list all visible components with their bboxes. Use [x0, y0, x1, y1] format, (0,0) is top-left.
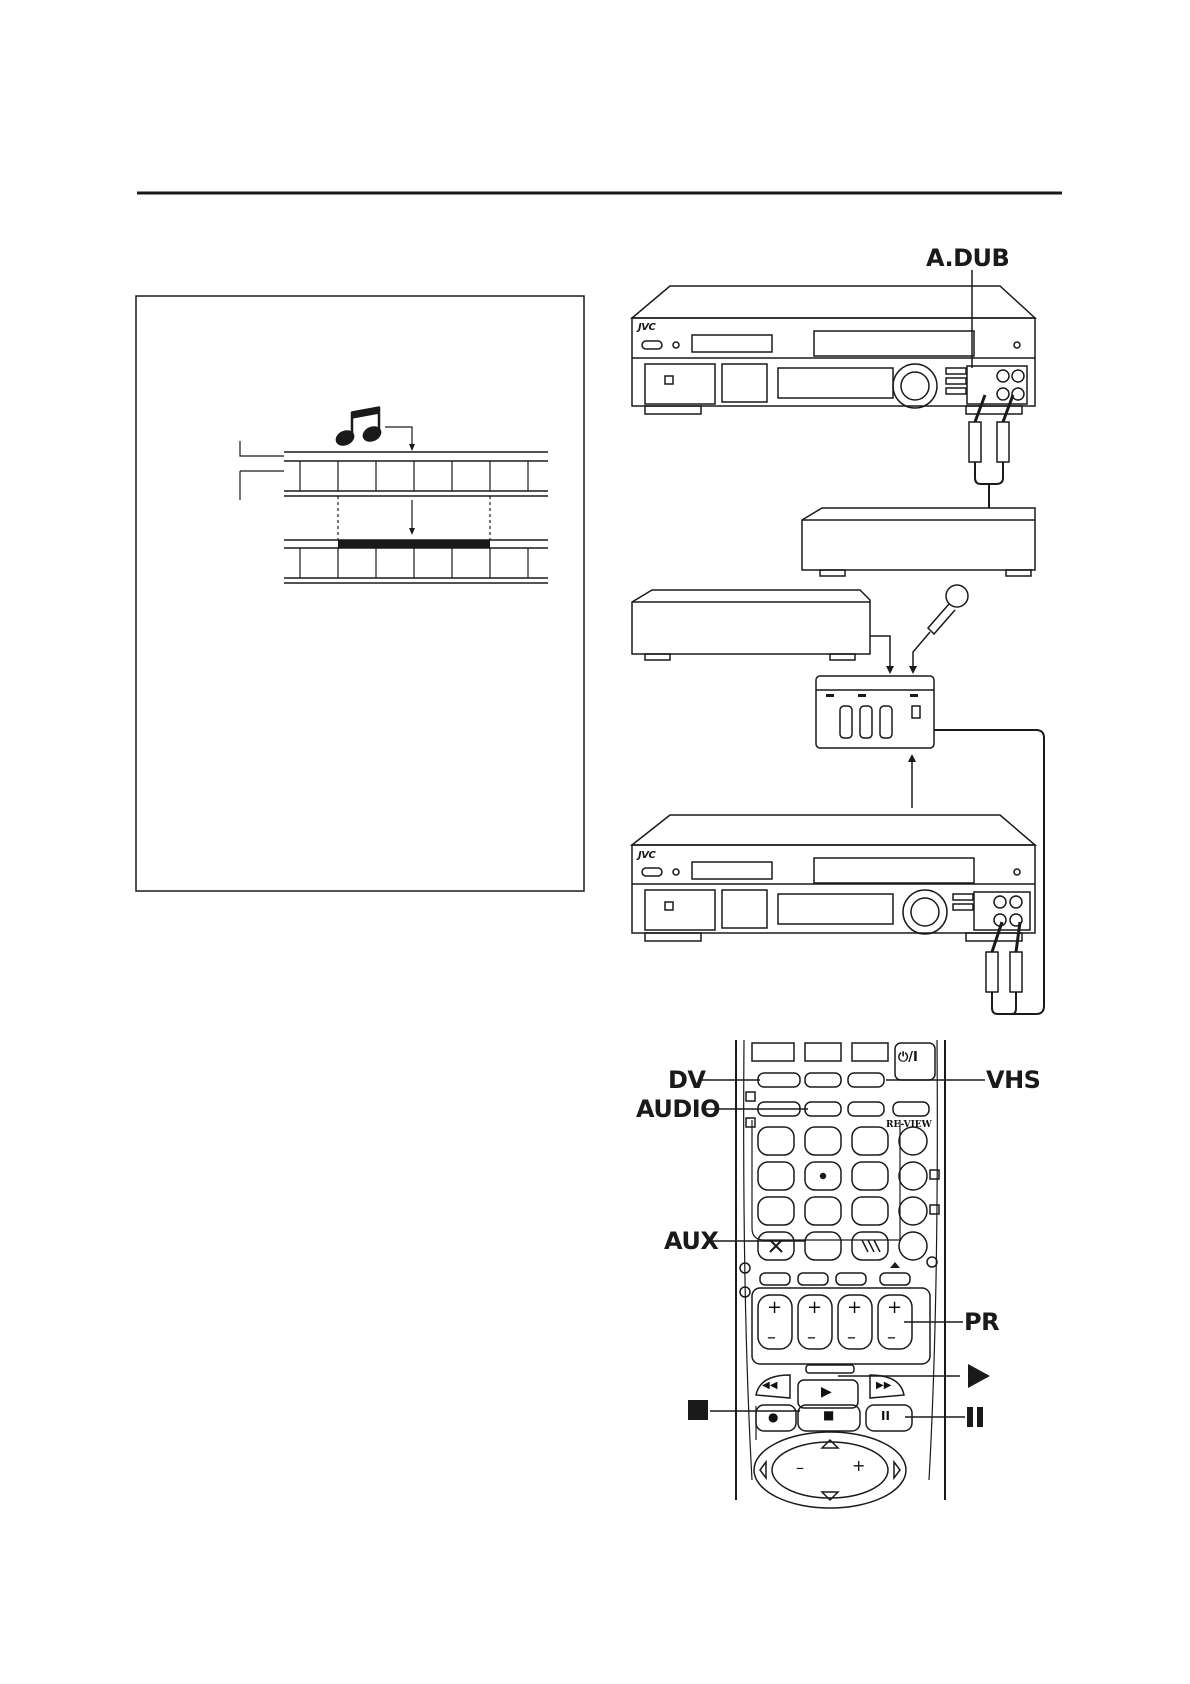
- nav-minus[interactable]: –: [796, 1458, 804, 1477]
- rocker-minus-3[interactable]: –: [847, 1327, 856, 1348]
- rocker-keys: [757, 1294, 913, 1350]
- aux-label: AUX: [664, 1227, 719, 1255]
- vcr-deck-top: [629, 285, 1037, 415]
- rocker-plus-1[interactable]: +: [767, 1297, 783, 1318]
- rca-cable-bottom: [985, 921, 1023, 1015]
- transport-keys: [755, 1374, 913, 1440]
- external-device-right: [801, 507, 1036, 577]
- nav-plus[interactable]: +: [852, 1456, 866, 1475]
- dubbing-info-box: [135, 295, 585, 892]
- rewind-icon[interactable]: ◀◀: [762, 1380, 778, 1391]
- audio-mixer: [815, 675, 1045, 1015]
- rocker-plus-3[interactable]: +: [847, 1297, 863, 1318]
- microphone-icon: [909, 584, 969, 674]
- vhs-label: VHS: [986, 1066, 1041, 1094]
- tape-diagram: [239, 406, 548, 584]
- music-note-icon: [335, 406, 382, 446]
- rocker-minus-2[interactable]: –: [807, 1327, 816, 1348]
- rocker-minus-pr[interactable]: –: [887, 1327, 896, 1348]
- jvc-logo-top: JVC: [638, 322, 656, 333]
- rca-cable-top: [968, 394, 1015, 508]
- number-keypad: [757, 1126, 889, 1261]
- rocker-minus-1[interactable]: –: [767, 1327, 776, 1348]
- record-icon[interactable]: ●: [768, 1410, 779, 1424]
- dv-label: DV: [668, 1066, 706, 1094]
- remote-control: [735, 1039, 946, 1509]
- pause-key-glyph[interactable]: II: [881, 1409, 890, 1423]
- rocker-plus-2[interactable]: +: [807, 1297, 823, 1318]
- jvc-logo-bottom: JVC: [638, 850, 656, 861]
- rocker-plus-pr[interactable]: +: [887, 1297, 903, 1318]
- stop-key-glyph[interactable]: ■: [823, 1408, 835, 1422]
- play-key-glyph[interactable]: ▶: [821, 1384, 832, 1400]
- power-symbol[interactable]: ⏻/I: [898, 1050, 918, 1065]
- fast-forward-icon[interactable]: ▶▶: [876, 1380, 892, 1391]
- a-dub-label: A.DUB: [926, 244, 1010, 272]
- vcr-deck-bottom: [629, 814, 1038, 942]
- pr-label: PR: [964, 1308, 1000, 1336]
- audio-label: AUDIO: [636, 1095, 721, 1123]
- review-label: RE-VIEW: [886, 1120, 932, 1130]
- external-device-left: [631, 589, 894, 674]
- navigation-pad: [753, 1431, 907, 1509]
